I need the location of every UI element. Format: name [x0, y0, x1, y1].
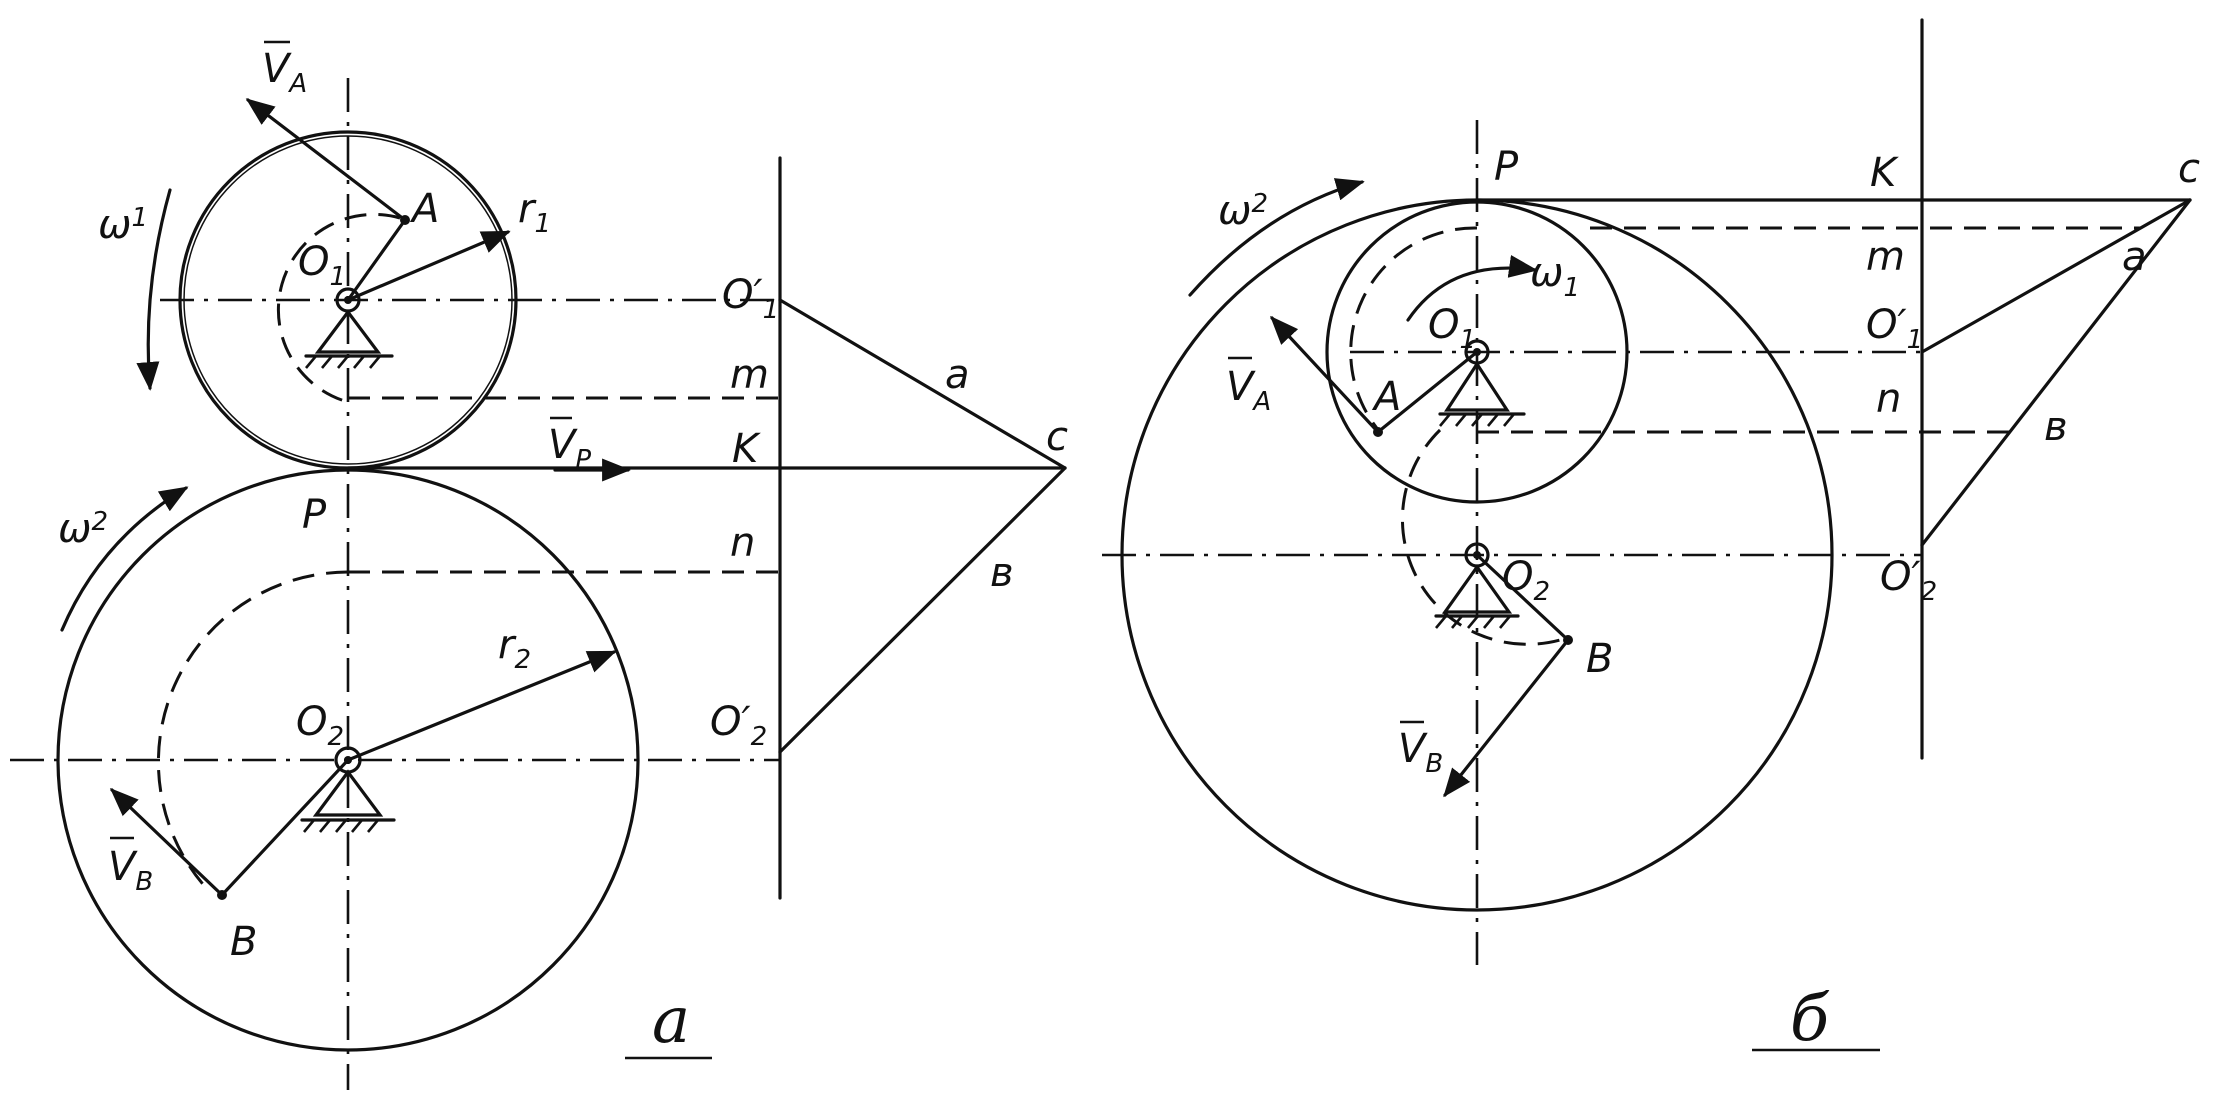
label-vp: VP — [548, 422, 591, 475]
label-b-plan: в — [990, 550, 1014, 596]
label-r1: r1 — [518, 186, 551, 239]
support-o2-b — [1434, 542, 1520, 629]
caption-a: a — [652, 984, 690, 1058]
label-k-b: K — [1870, 150, 1899, 196]
label-a-b: A — [1371, 374, 1401, 420]
label-a: A — [409, 186, 439, 232]
point-a-b — [1373, 427, 1383, 437]
omega2-arrow-b — [1188, 178, 1365, 297]
omega2-arrow — [60, 486, 189, 632]
line-o1p-c — [778, 298, 1067, 470]
label-vb-b: VB — [1398, 726, 1443, 779]
label-va-b: VA — [1226, 364, 1271, 417]
label-p-b: P — [1494, 144, 1519, 190]
label-o2p: O′2 — [710, 699, 767, 752]
link-o1-a-b — [1376, 350, 1479, 434]
label-b: B — [230, 919, 257, 965]
arc-b2 — [156, 570, 349, 892]
label-vb: VB — [108, 844, 153, 897]
label-c-b: c — [2178, 146, 2200, 192]
support-o2 — [300, 746, 396, 833]
label-n: n — [730, 520, 755, 566]
radius-r1 — [346, 230, 511, 302]
label-r2: r2 — [498, 622, 531, 675]
label-omega1: ω1 — [98, 202, 148, 248]
label-o2p-b: O′2 — [1880, 554, 1937, 607]
radius-r2 — [346, 650, 617, 762]
figure-b — [1102, 18, 2192, 1052]
label-va: VA — [262, 46, 307, 99]
label-a-plan-b: a — [2122, 234, 2147, 280]
link-o1-a — [346, 218, 407, 302]
line-o2p-c — [778, 466, 1067, 754]
label-m-b: m — [1866, 234, 1905, 280]
label-k: K — [732, 426, 761, 472]
line-o1p-c-b — [1920, 198, 2192, 354]
arc-a1 — [276, 212, 401, 404]
label-omega2: ω2 — [58, 506, 108, 552]
caption-b: б — [1790, 982, 1830, 1056]
label-b-plan-b: в — [2044, 404, 2068, 450]
point-a — [400, 215, 410, 225]
label-omega1-b: ω1 — [1530, 250, 1580, 303]
label-n-b: n — [1876, 376, 1901, 422]
label-o2: O2 — [296, 699, 344, 752]
label-m: m — [730, 352, 769, 398]
label-a-plan: a — [945, 352, 970, 398]
line-o2p-c-b — [1920, 198, 2192, 547]
arc-b-b — [1400, 428, 1561, 646]
omega1-arrow — [136, 188, 172, 391]
label-o1: O1 — [298, 239, 346, 292]
point-b-b — [1563, 635, 1573, 645]
figure-a — [10, 78, 1067, 1090]
label-omega2-b: ω2 — [1218, 188, 1268, 234]
point-b — [217, 890, 227, 900]
label-p: P — [302, 492, 327, 538]
support-o1 — [304, 287, 394, 369]
label-o1p-b: O′1 — [1866, 302, 1923, 355]
label-b-b: B — [1586, 636, 1613, 682]
vector-vb — [109, 788, 224, 897]
label-c: c — [1046, 414, 1068, 460]
label-o2-b: O2 — [1502, 554, 1550, 607]
link-o2-b — [220, 758, 350, 897]
vector-va-b — [1270, 315, 1380, 434]
support-o1-b — [1438, 339, 1526, 427]
link-o2-b-b — [1475, 553, 1570, 642]
arc-a-b — [1349, 226, 1478, 433]
label-o1-b: O1 — [1428, 302, 1476, 355]
vector-va — [245, 98, 407, 222]
vector-vb-b — [1443, 638, 1570, 798]
omega1-arrow-b — [1406, 254, 1538, 322]
label-o1p: O′1 — [722, 272, 779, 325]
